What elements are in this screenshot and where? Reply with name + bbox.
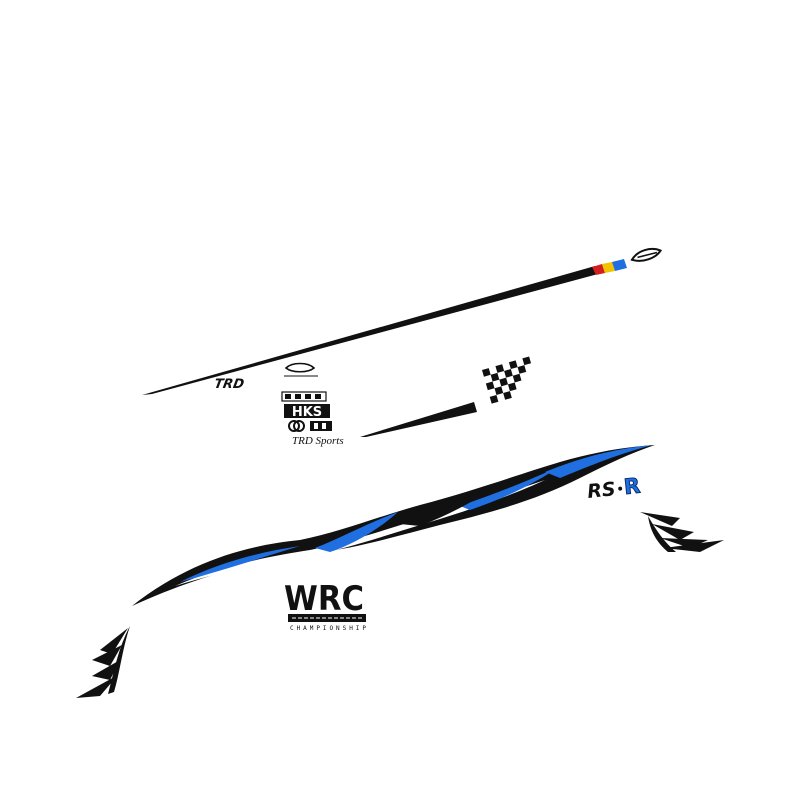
checkered-stripe-decal bbox=[360, 356, 532, 437]
checkered-flag-icon bbox=[482, 356, 532, 404]
sponsor-stack: TRD HKS TRD Sports bbox=[213, 362, 344, 447]
swoosh-black-tail bbox=[400, 490, 490, 526]
rs-r-badge-prefix: RS bbox=[586, 478, 616, 503]
top-stripe-blue-band bbox=[612, 259, 627, 271]
sponsor-logo-hks: HKS bbox=[284, 404, 330, 420]
rs-r-badge: RS R bbox=[586, 473, 642, 503]
sponsor-logo-top-emblem bbox=[284, 362, 318, 377]
swoosh-blue-band-1 bbox=[180, 546, 300, 582]
swoosh-white-cut-1 bbox=[175, 480, 545, 586]
top-stripe-yellow-band bbox=[602, 262, 615, 273]
sponsor-logo-checker-badge bbox=[281, 391, 327, 402]
sponsor-logo-trd-sports: TRD Sports bbox=[292, 435, 344, 447]
right-fang-decal bbox=[640, 512, 724, 552]
wrc-tagline: CHAMPIONSHIP bbox=[290, 625, 366, 632]
sponsor-logo-trd: TRD bbox=[213, 377, 245, 392]
left-fang-decal bbox=[76, 626, 130, 698]
top-stripe-end-logo bbox=[630, 247, 663, 262]
wrc-logo: WRC CHAMPIONSHIP bbox=[284, 579, 366, 632]
wrc-bar bbox=[288, 614, 366, 622]
wrc-wordmark: WRC bbox=[284, 579, 364, 619]
swoosh-blue-band-2 bbox=[315, 512, 398, 552]
sponsor-logo-rings bbox=[288, 420, 332, 432]
top-stripe-decal bbox=[142, 247, 663, 395]
top-stripe-body bbox=[142, 266, 598, 395]
swoosh-blue-band-3 bbox=[460, 466, 560, 510]
svg-text:HKS: HKS bbox=[292, 405, 322, 420]
top-stripe-red-band bbox=[592, 264, 605, 275]
checkered-stripe-body bbox=[360, 402, 477, 437]
rs-r-badge-dot bbox=[618, 486, 623, 491]
rs-r-badge-suffix: R bbox=[623, 474, 642, 500]
main-swoosh-decal bbox=[132, 445, 655, 606]
swoosh-blue-band-4 bbox=[545, 445, 652, 478]
